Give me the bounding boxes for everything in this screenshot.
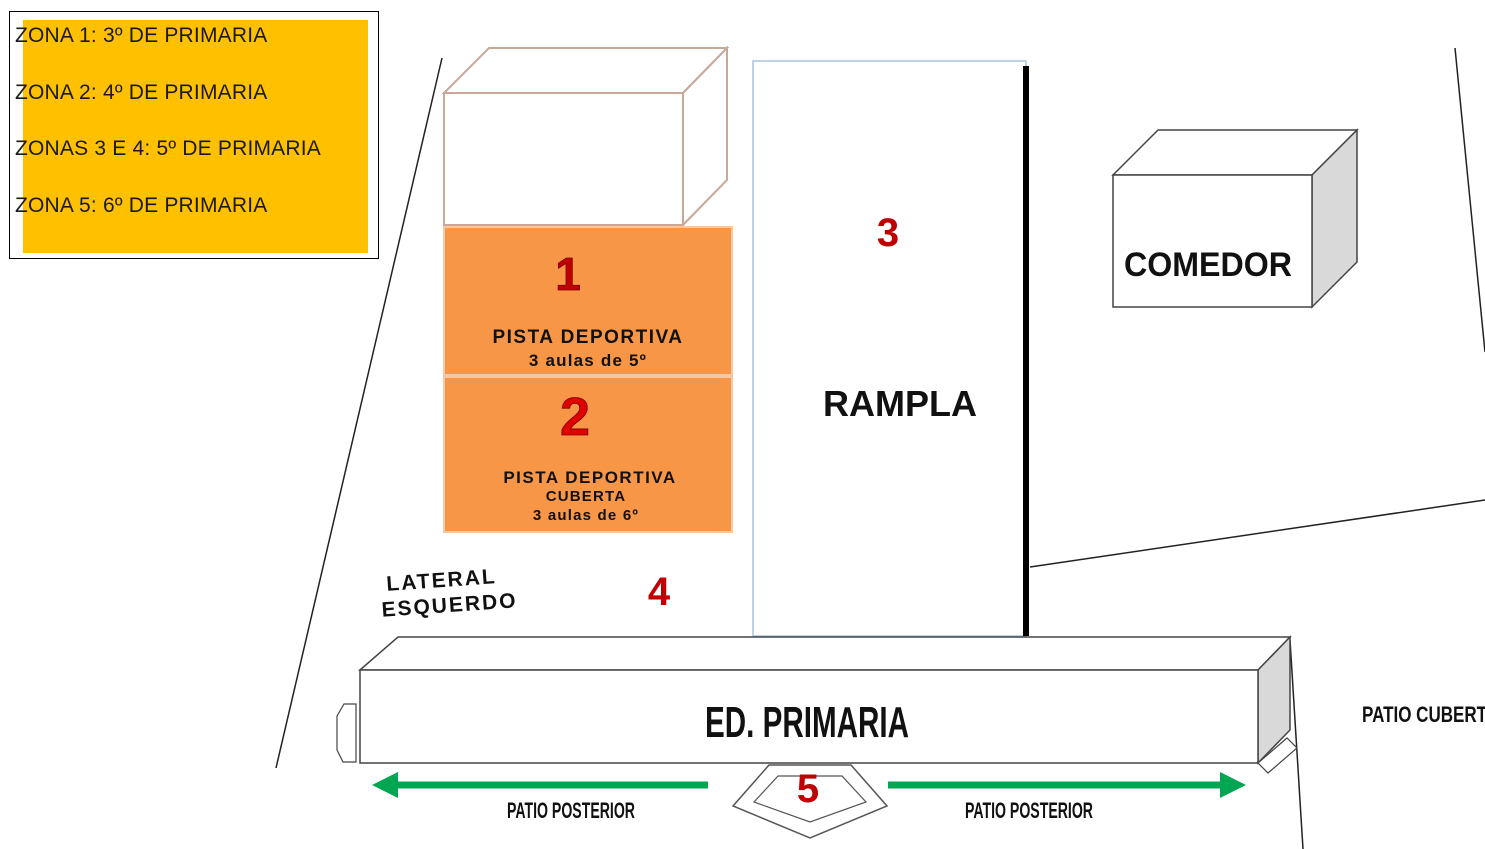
top-block — [441, 45, 730, 228]
comedor-label: COMEDOR — [1124, 246, 1292, 284]
zone-2-label-line2: CUBERTA — [546, 488, 627, 505]
arrow-left — [372, 772, 708, 798]
patio-posterior-right-label: PATIO POSTERIOR — [965, 798, 1093, 823]
zone-1-label-line2: 3 aulas de 5º — [529, 351, 647, 370]
legend-box — [9, 11, 379, 259]
rampla-area — [752, 60, 1027, 637]
patio-posterior-left-label: PATIO POSTERIOR — [507, 798, 635, 823]
ed-primaria-building — [336, 635, 1298, 774]
patio-boundary-line — [1029, 499, 1485, 568]
zone-1-area — [443, 226, 733, 376]
zone-3-number: 3 — [877, 211, 899, 255]
zone-5-number: 5 — [797, 767, 819, 811]
legend-item-zona-5: ZONA 5: 6º DE PRIMARIA — [15, 194, 268, 217]
zone-2-number: 2 — [560, 387, 590, 447]
entrance-inner — [752, 775, 868, 823]
zone-4-number: 4 — [648, 570, 671, 614]
zone-2-label-line3: 3 aulas de 6º — [533, 507, 639, 524]
arrow-right — [888, 772, 1246, 798]
zone-2-label-line1: PISTA DEPORTIVA — [503, 468, 676, 487]
ed-primaria-label: ED. PRIMARIA — [705, 698, 909, 747]
legend-item-zona-1: ZONA 1: 3º DE PRIMARIA — [15, 24, 268, 47]
legend-fill — [23, 20, 368, 253]
building-right-line — [1289, 639, 1304, 849]
right-boundary-line — [1454, 47, 1485, 353]
legend-item-zonas-3-4: ZONAS 3 E 4: 5º DE PRIMARIA — [15, 137, 321, 160]
zone-1-number: 1 — [555, 248, 581, 300]
zone-2-area — [443, 376, 733, 533]
zone-1-label-line1: PISTA DEPORTIVA — [492, 327, 683, 348]
rampla-label: RAMPLA — [823, 383, 977, 424]
patio-cuberto-label: PATIO CUBERTO — [1362, 702, 1485, 727]
legend-item-zona-2: ZONA 2: 4º DE PRIMARIA — [15, 81, 268, 104]
comedor-building — [1111, 128, 1359, 309]
left-boundary-line — [275, 57, 443, 769]
